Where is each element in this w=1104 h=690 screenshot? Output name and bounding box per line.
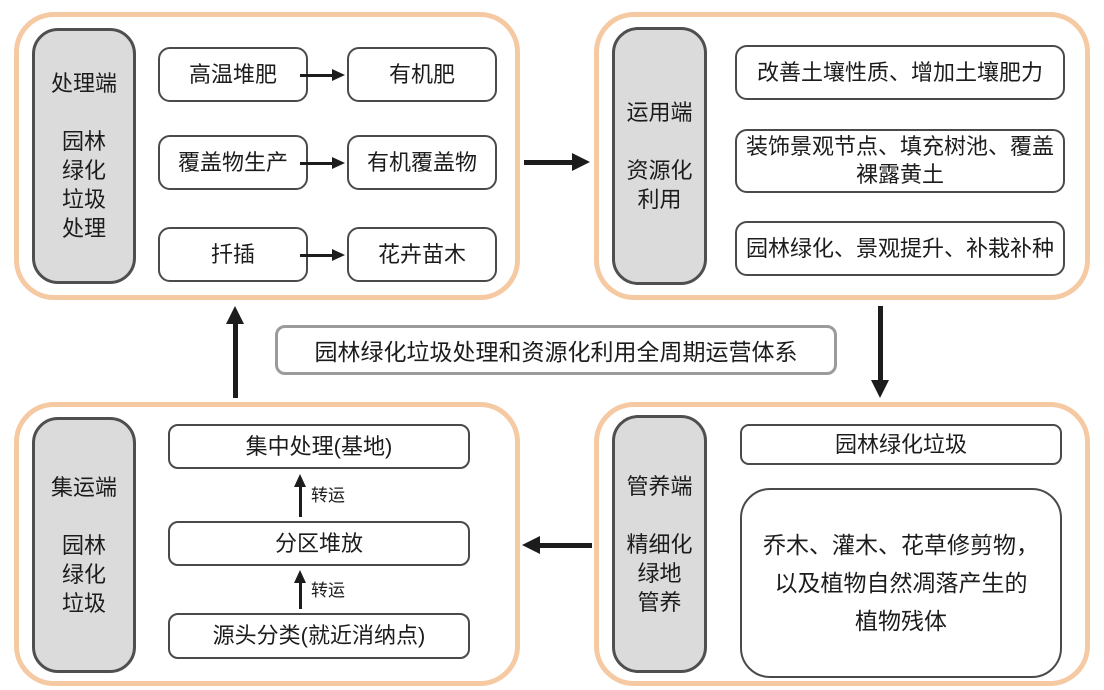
panel-process-side-box: 处理端 园林 绿化 垃圾 处理 xyxy=(32,28,136,284)
panel-collect: 集运端 园林 绿化 垃圾 集中处理(基地) 转运 分区堆放 转运 源头分类(就近… xyxy=(14,402,520,686)
panel-collect-label: 集运端 园林 绿化 垃圾 xyxy=(50,474,117,616)
manage-item-box-0: 园林绿化垃圾 xyxy=(740,424,1062,465)
apply-item-box-0: 改善土壤性质、增加土壤肥力 xyxy=(735,45,1065,100)
process-source-box-1: 覆盖物生产 xyxy=(158,135,308,190)
panel-collect-side-box: 集运端 园林 绿化 垃圾 xyxy=(32,417,136,673)
collect-step-box-0: 集中处理(基地) xyxy=(168,424,470,469)
apply-item-box-1: 装饰景观节点、填充树池、覆盖 裸露黄土 xyxy=(735,129,1065,193)
panel-manage-label: 管养端 精细化 绿地 管养 xyxy=(626,473,693,615)
arrow-manage-to-collect-icon xyxy=(522,536,592,554)
arrow-apply-to-manage-icon xyxy=(871,306,889,398)
arrow-collect-to-process-icon xyxy=(226,306,244,398)
arrow-process-to-apply-icon xyxy=(524,153,590,171)
arrow-transfer-2-icon xyxy=(293,570,307,609)
panel-process-label: 处理端 园林 绿化 垃圾 处理 xyxy=(50,71,117,241)
apply-item-box-2: 园林绿化、景观提升、补栽补种 xyxy=(735,221,1065,276)
collect-step-box-2: 源头分类(就近消纳点) xyxy=(168,613,470,659)
arrow-row-1-icon xyxy=(300,155,345,171)
transfer-label-1: 转运 xyxy=(311,486,345,505)
panel-apply-side-box: 运用端 资源化 利用 xyxy=(612,27,707,285)
panel-apply: 运用端 资源化 利用 改善土壤性质、增加土壤肥力 装饰景观节点、填充树池、覆盖 … xyxy=(594,12,1090,300)
process-source-box-0: 高温堆肥 xyxy=(158,47,308,102)
manage-detail-box: 乔木、灌木、花草修剪物， 以及植物自然凋落产生的 植物残体 xyxy=(740,488,1062,678)
arrow-row-2-icon xyxy=(300,247,345,263)
process-product-box-1: 有机覆盖物 xyxy=(347,135,497,190)
process-product-box-0: 有机肥 xyxy=(347,47,497,102)
panel-manage: 管养端 精细化 绿地 管养 园林绿化垃圾 乔木、灌木、花草修剪物， 以及植物自然… xyxy=(594,402,1090,686)
collect-step-box-1: 分区堆放 xyxy=(168,521,470,566)
panel-process: 处理端 园林 绿化 垃圾 处理 高温堆肥 有机肥 覆盖物生产 有机覆盖物 扦插 … xyxy=(14,12,520,300)
process-source-box-2: 扦插 xyxy=(158,227,308,282)
panel-manage-side-box: 管养端 精细化 绿地 管养 xyxy=(612,415,707,673)
panel-apply-label: 运用端 资源化 利用 xyxy=(626,100,693,212)
transfer-label-2: 转运 xyxy=(311,581,345,600)
banner-box: 园林绿化垃圾处理和资源化利用全周期运营体系 xyxy=(275,325,837,375)
process-product-box-2: 花卉苗木 xyxy=(347,227,497,282)
arrow-row-0-icon xyxy=(300,67,345,83)
arrow-transfer-1-icon xyxy=(293,474,307,517)
